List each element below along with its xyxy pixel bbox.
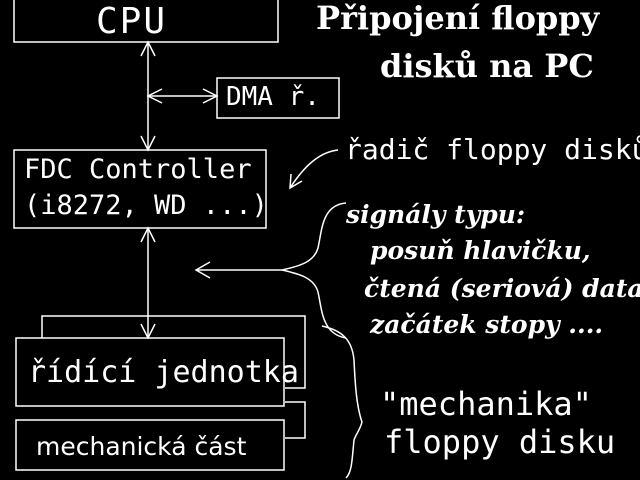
- fdc-drive-arrow: [140, 226, 156, 340]
- fdc-box: [13, 149, 267, 229]
- signal-item-2: čtená (seriová) data: [364, 274, 640, 303]
- drive-back-box-outer: [41, 315, 306, 389]
- signal-item-1: posuň hlavičku,: [370, 236, 591, 265]
- cpu-label: CPU: [96, 1, 168, 42]
- mechanical-part-box: [15, 419, 285, 471]
- page-title-line2: disků na PC: [380, 47, 594, 85]
- mechanics-label-line2: floppy disku: [384, 423, 616, 461]
- control-unit-box: [15, 337, 285, 407]
- signal-item-3: začátek stopy ....: [370, 310, 604, 339]
- mechanics-brace: [321, 325, 363, 479]
- page-title-line1: Připojení floppy: [316, 0, 600, 37]
- fdc-label-line2: (i8272, WD ...): [24, 190, 268, 221]
- fdc-label-line1: FDC Controller: [24, 154, 252, 185]
- signals-arrow: [194, 261, 282, 279]
- fdc-note-arrow: [289, 149, 339, 190]
- bus-dma-arrow: [146, 88, 219, 104]
- signals-brace: [281, 202, 347, 339]
- control-unit-label: řídící jednotka: [28, 355, 299, 390]
- dma-label: DMA ř.: [226, 82, 320, 112]
- drive-back-box-inner: [285, 401, 306, 439]
- signals-heading: signály typu:: [346, 200, 526, 229]
- dma-box: [216, 77, 340, 119]
- fdc-note: řadič floppy disků: [345, 133, 640, 166]
- mechanical-part-label: mechanická část: [36, 432, 247, 461]
- cpu-box: [13, 0, 279, 43]
- mechanics-label-line1: "mechanika": [380, 385, 592, 423]
